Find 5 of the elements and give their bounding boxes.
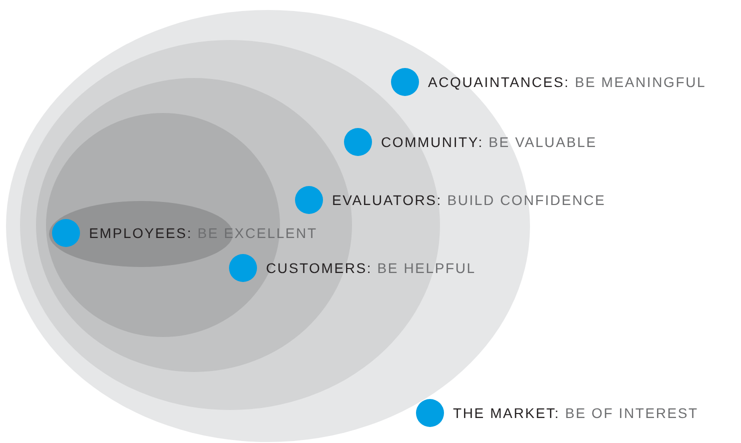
callout-text: CUSTOMERS: BE HELPFUL — [266, 258, 476, 278]
callout-text: ACQUAINTANCES: BE MEANINGFUL — [428, 72, 706, 92]
callout-text: EVALUATORS: BUILD CONFIDENCE — [332, 190, 606, 210]
callout-text: THE MARKET: BE OF INTEREST — [453, 404, 698, 422]
callout-text: COMMUNITY: BE VALUABLE — [381, 132, 597, 152]
